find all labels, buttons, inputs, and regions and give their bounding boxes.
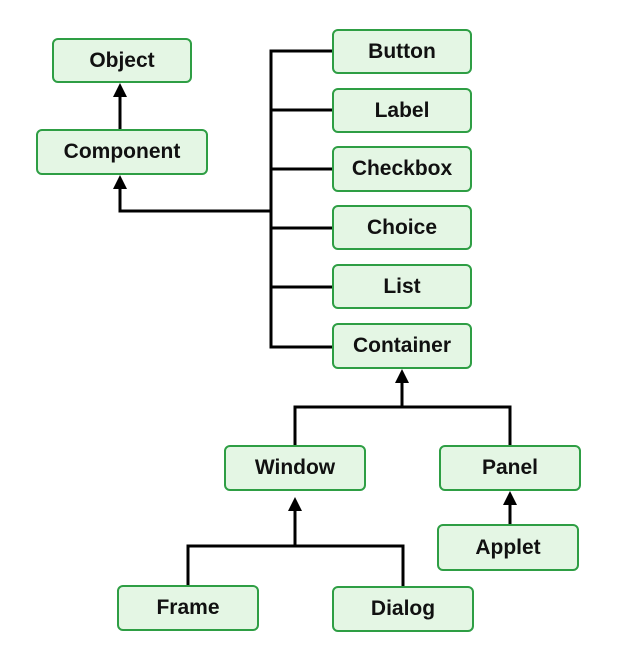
node-dialog: Dialog	[332, 586, 474, 632]
arrowhead-component	[113, 175, 127, 189]
connector-window-branch	[186, 544, 405, 589]
node-window: Window	[224, 445, 366, 491]
node-component: Component	[36, 129, 208, 175]
node-frame: Frame	[117, 585, 259, 631]
node-applet: Applet	[437, 524, 579, 571]
node-container: Container	[332, 323, 472, 369]
connector-component-trunk	[118, 184, 273, 213]
arrowhead-window	[288, 497, 302, 511]
connector-container-branch	[293, 405, 512, 447]
arrowhead-object	[113, 83, 127, 97]
node-button: Button	[332, 29, 472, 74]
node-choice: Choice	[332, 205, 472, 250]
node-checkbox: Checkbox	[332, 146, 472, 192]
node-panel: Panel	[439, 445, 581, 491]
node-list: List	[332, 264, 472, 309]
node-label: Label	[332, 88, 472, 133]
node-object: Object	[52, 38, 192, 83]
arrowhead-container	[395, 369, 409, 383]
arrowhead-panel	[503, 491, 517, 505]
